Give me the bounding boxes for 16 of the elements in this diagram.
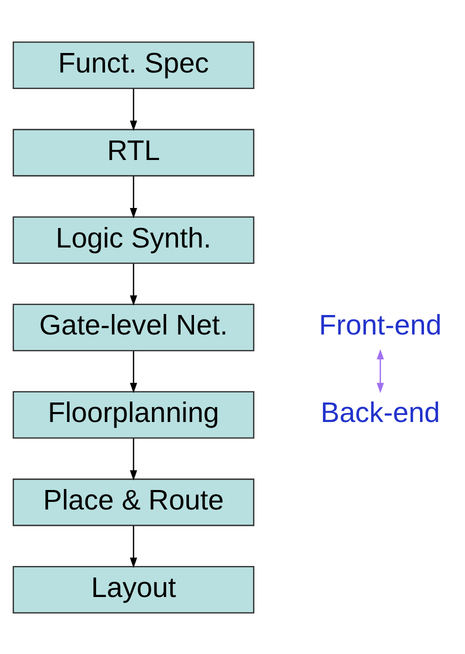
- node-text: Back-end: [320, 396, 440, 428]
- arrow: [130, 88, 138, 130]
- arrow: [130, 525, 138, 568]
- node-box: Gate-level Net.: [12, 303, 254, 351]
- arrow: [130, 263, 138, 306]
- arrow: [130, 438, 138, 480]
- node-box: Logic Synth.: [12, 216, 254, 264]
- arrow: [376, 348, 384, 393]
- node-text: Front-end: [319, 308, 442, 340]
- node-box: Layout: [12, 565, 254, 613]
- node-box: Place & Route: [12, 478, 254, 526]
- node-box: Floorplanning: [12, 390, 254, 438]
- node-box: RTL: [12, 128, 254, 176]
- arrow: [130, 350, 138, 393]
- arrow: [130, 176, 138, 218]
- node-box: Funct. Spec: [12, 41, 254, 89]
